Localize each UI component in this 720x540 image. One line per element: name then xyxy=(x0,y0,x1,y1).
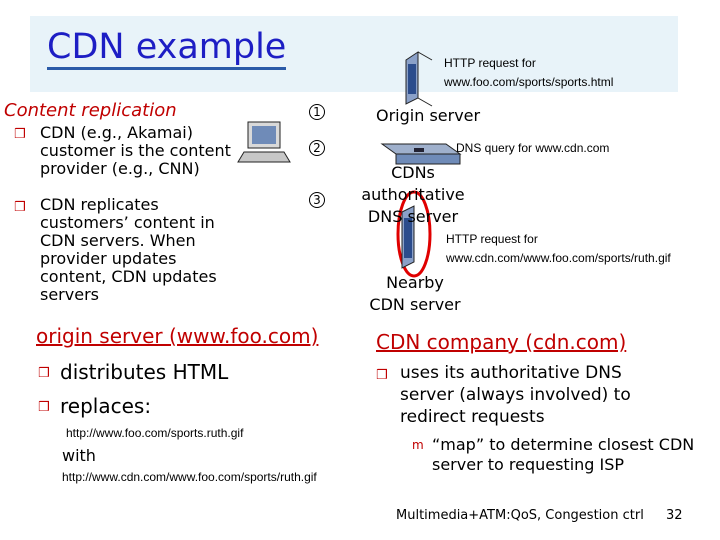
step-3: 3 xyxy=(309,192,325,208)
cdn-dns-label: CDNs authoritative DNS server xyxy=(340,162,486,228)
bullet-text-2: CDN replicates customers’ content in CDN… xyxy=(40,195,217,304)
origin-bullet-2: replaces: xyxy=(60,394,152,418)
cdn-bullet: uses its authoritative DNS server (alway… xyxy=(400,363,631,427)
bullet-icon: ❒ xyxy=(14,127,26,142)
origin-section-heading: origin server (www.foo.com) xyxy=(36,324,319,348)
cdn-dns-line1: CDNs authoritative xyxy=(361,163,465,204)
nearby-cdn-label: Nearby CDN server xyxy=(362,272,468,316)
nearby-cdn-line2: CDN server xyxy=(369,295,461,314)
url-from: http://www.foo.com/sports.ruth.gif xyxy=(66,426,244,440)
cdn-server-icon xyxy=(396,190,432,278)
client-computer-icon xyxy=(237,121,291,163)
nearby-cdn-line1: Nearby xyxy=(386,273,444,292)
sub-bullet-icon: m xyxy=(412,438,424,452)
slide-title: CDN example xyxy=(47,30,287,70)
bullet-icon: ❒ xyxy=(38,400,50,415)
bullet-icon: ❒ xyxy=(376,368,388,383)
dns-server-icon xyxy=(380,143,462,165)
origin-bullet-1: distributes HTML xyxy=(60,360,229,384)
http-request-origin-line1: HTTP request for xyxy=(444,56,536,70)
bullet-icon: ❒ xyxy=(38,366,50,381)
title-band xyxy=(30,16,678,92)
http-request-cdn-line1: HTTP request for xyxy=(446,232,538,246)
http-request-cdn-label: HTTP request for www.cdn.com/www.foo.com… xyxy=(446,230,671,268)
cdn-sub-bullet: “map” to determine closest CDN server to… xyxy=(432,435,695,474)
bullet-text-1: CDN (e.g., Akamai) customer is the conte… xyxy=(40,123,231,178)
origin-server-icon xyxy=(405,51,433,107)
cdn-section-heading: CDN company (cdn.com) xyxy=(376,330,627,354)
origin-server-label: Origin server xyxy=(376,106,481,125)
bullet-icon: ❒ xyxy=(14,200,26,215)
with-label: with xyxy=(62,446,96,465)
step-1: 1 xyxy=(309,104,325,120)
step-2: 2 xyxy=(309,140,325,156)
content-replication-heading: Content replication xyxy=(4,100,177,121)
http-request-origin-label: HTTP request for www.foo.com/sports/spor… xyxy=(444,54,613,92)
dns-query-label: DNS query for www.cdn.com xyxy=(456,141,610,155)
cdn-dns-line2: DNS server xyxy=(367,207,459,226)
url-to: http://www.cdn.com/www.foo.com/sports/ru… xyxy=(62,470,317,484)
http-request-origin-line2: www.foo.com/sports/sports.html xyxy=(444,75,614,89)
footer-course: Multimedia+ATM:QoS, Congestion ctrl xyxy=(396,508,644,523)
page-number: 32 xyxy=(666,508,683,523)
http-request-cdn-line2: www.cdn.com/www.foo.com/sports/ruth.gif xyxy=(446,251,671,265)
